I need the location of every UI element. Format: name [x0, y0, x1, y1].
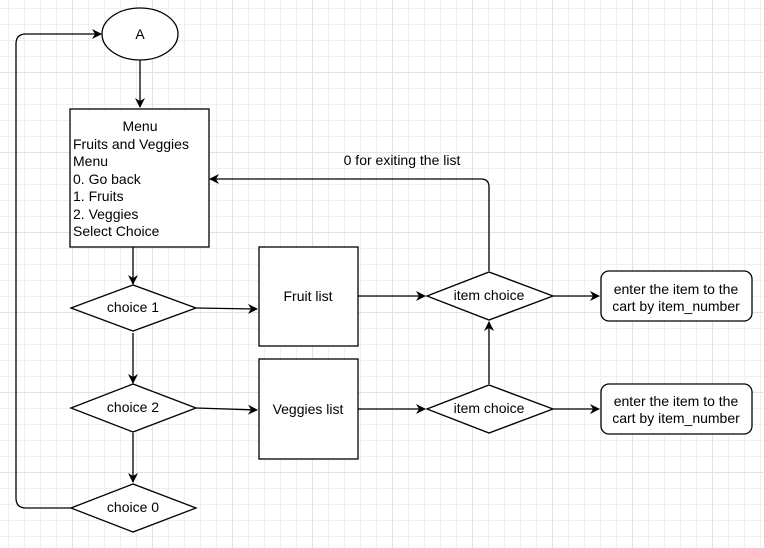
output-fruit-cart-line-1: enter the item to the	[614, 281, 739, 297]
decision-choice-2: choice 2	[69, 383, 198, 433]
decision-item-choice-fruit-label: item choice	[454, 287, 525, 303]
edge-label-exit-list: 0 for exiting the list	[344, 152, 461, 168]
output-veggies-cart-line-2: cart by item_number	[612, 410, 740, 426]
menu-line-menu: Menu	[73, 153, 108, 169]
menu-option-veggies: 2. Veggies	[73, 206, 138, 222]
menu-line-select: Select Choice	[73, 223, 160, 239]
process-fruit-list: Fruit list	[258, 246, 359, 347]
menu-title: Menu	[122, 118, 157, 134]
menu-box: Menu Fruits and Veggies Menu 0. Go back …	[69, 108, 210, 248]
connectors	[15, 29, 600, 509]
edge-item-choice-exit-to-menu	[209, 174, 490, 271]
decision-item-choice-fruit: item choice	[425, 271, 555, 321]
process-veggies-list-label: Veggies list	[273, 401, 344, 417]
decision-choice-1: choice 1	[69, 284, 198, 332]
edge-choice2-to-veggies-list	[195, 404, 258, 415]
edge-choice1-to-fruit-list	[195, 303, 258, 314]
start-node-label: A	[135, 26, 145, 42]
menu-line-subtitle: Fruits and Veggies	[73, 136, 189, 152]
process-fruit-list-label: Fruit list	[284, 288, 333, 304]
output-fruit-cart-line-2: cart by item_number	[612, 298, 740, 314]
menu-option-fruits: 1. Fruits	[73, 188, 124, 204]
output-veggies-cart: enter the item to the cart by item_numbe…	[600, 383, 753, 435]
process-veggies-list: Veggies list	[258, 358, 359, 460]
decision-item-choice-veggies-label: item choice	[454, 400, 525, 416]
decision-choice-0: choice 0	[69, 483, 198, 533]
decision-item-choice-veggies: item choice	[425, 384, 555, 434]
menu-option-go-back: 0. Go back	[73, 171, 142, 187]
start-node: A	[101, 7, 179, 61]
edge-choice0-loop-to-start	[15, 29, 102, 509]
decision-choice-1-label: choice 1	[107, 299, 159, 315]
output-fruit-cart: enter the item to the cart by item_numbe…	[600, 270, 753, 322]
decision-choice-2-label: choice 2	[107, 399, 159, 415]
decision-choice-0-label: choice 0	[107, 499, 159, 515]
output-veggies-cart-line-1: enter the item to the	[614, 393, 739, 409]
